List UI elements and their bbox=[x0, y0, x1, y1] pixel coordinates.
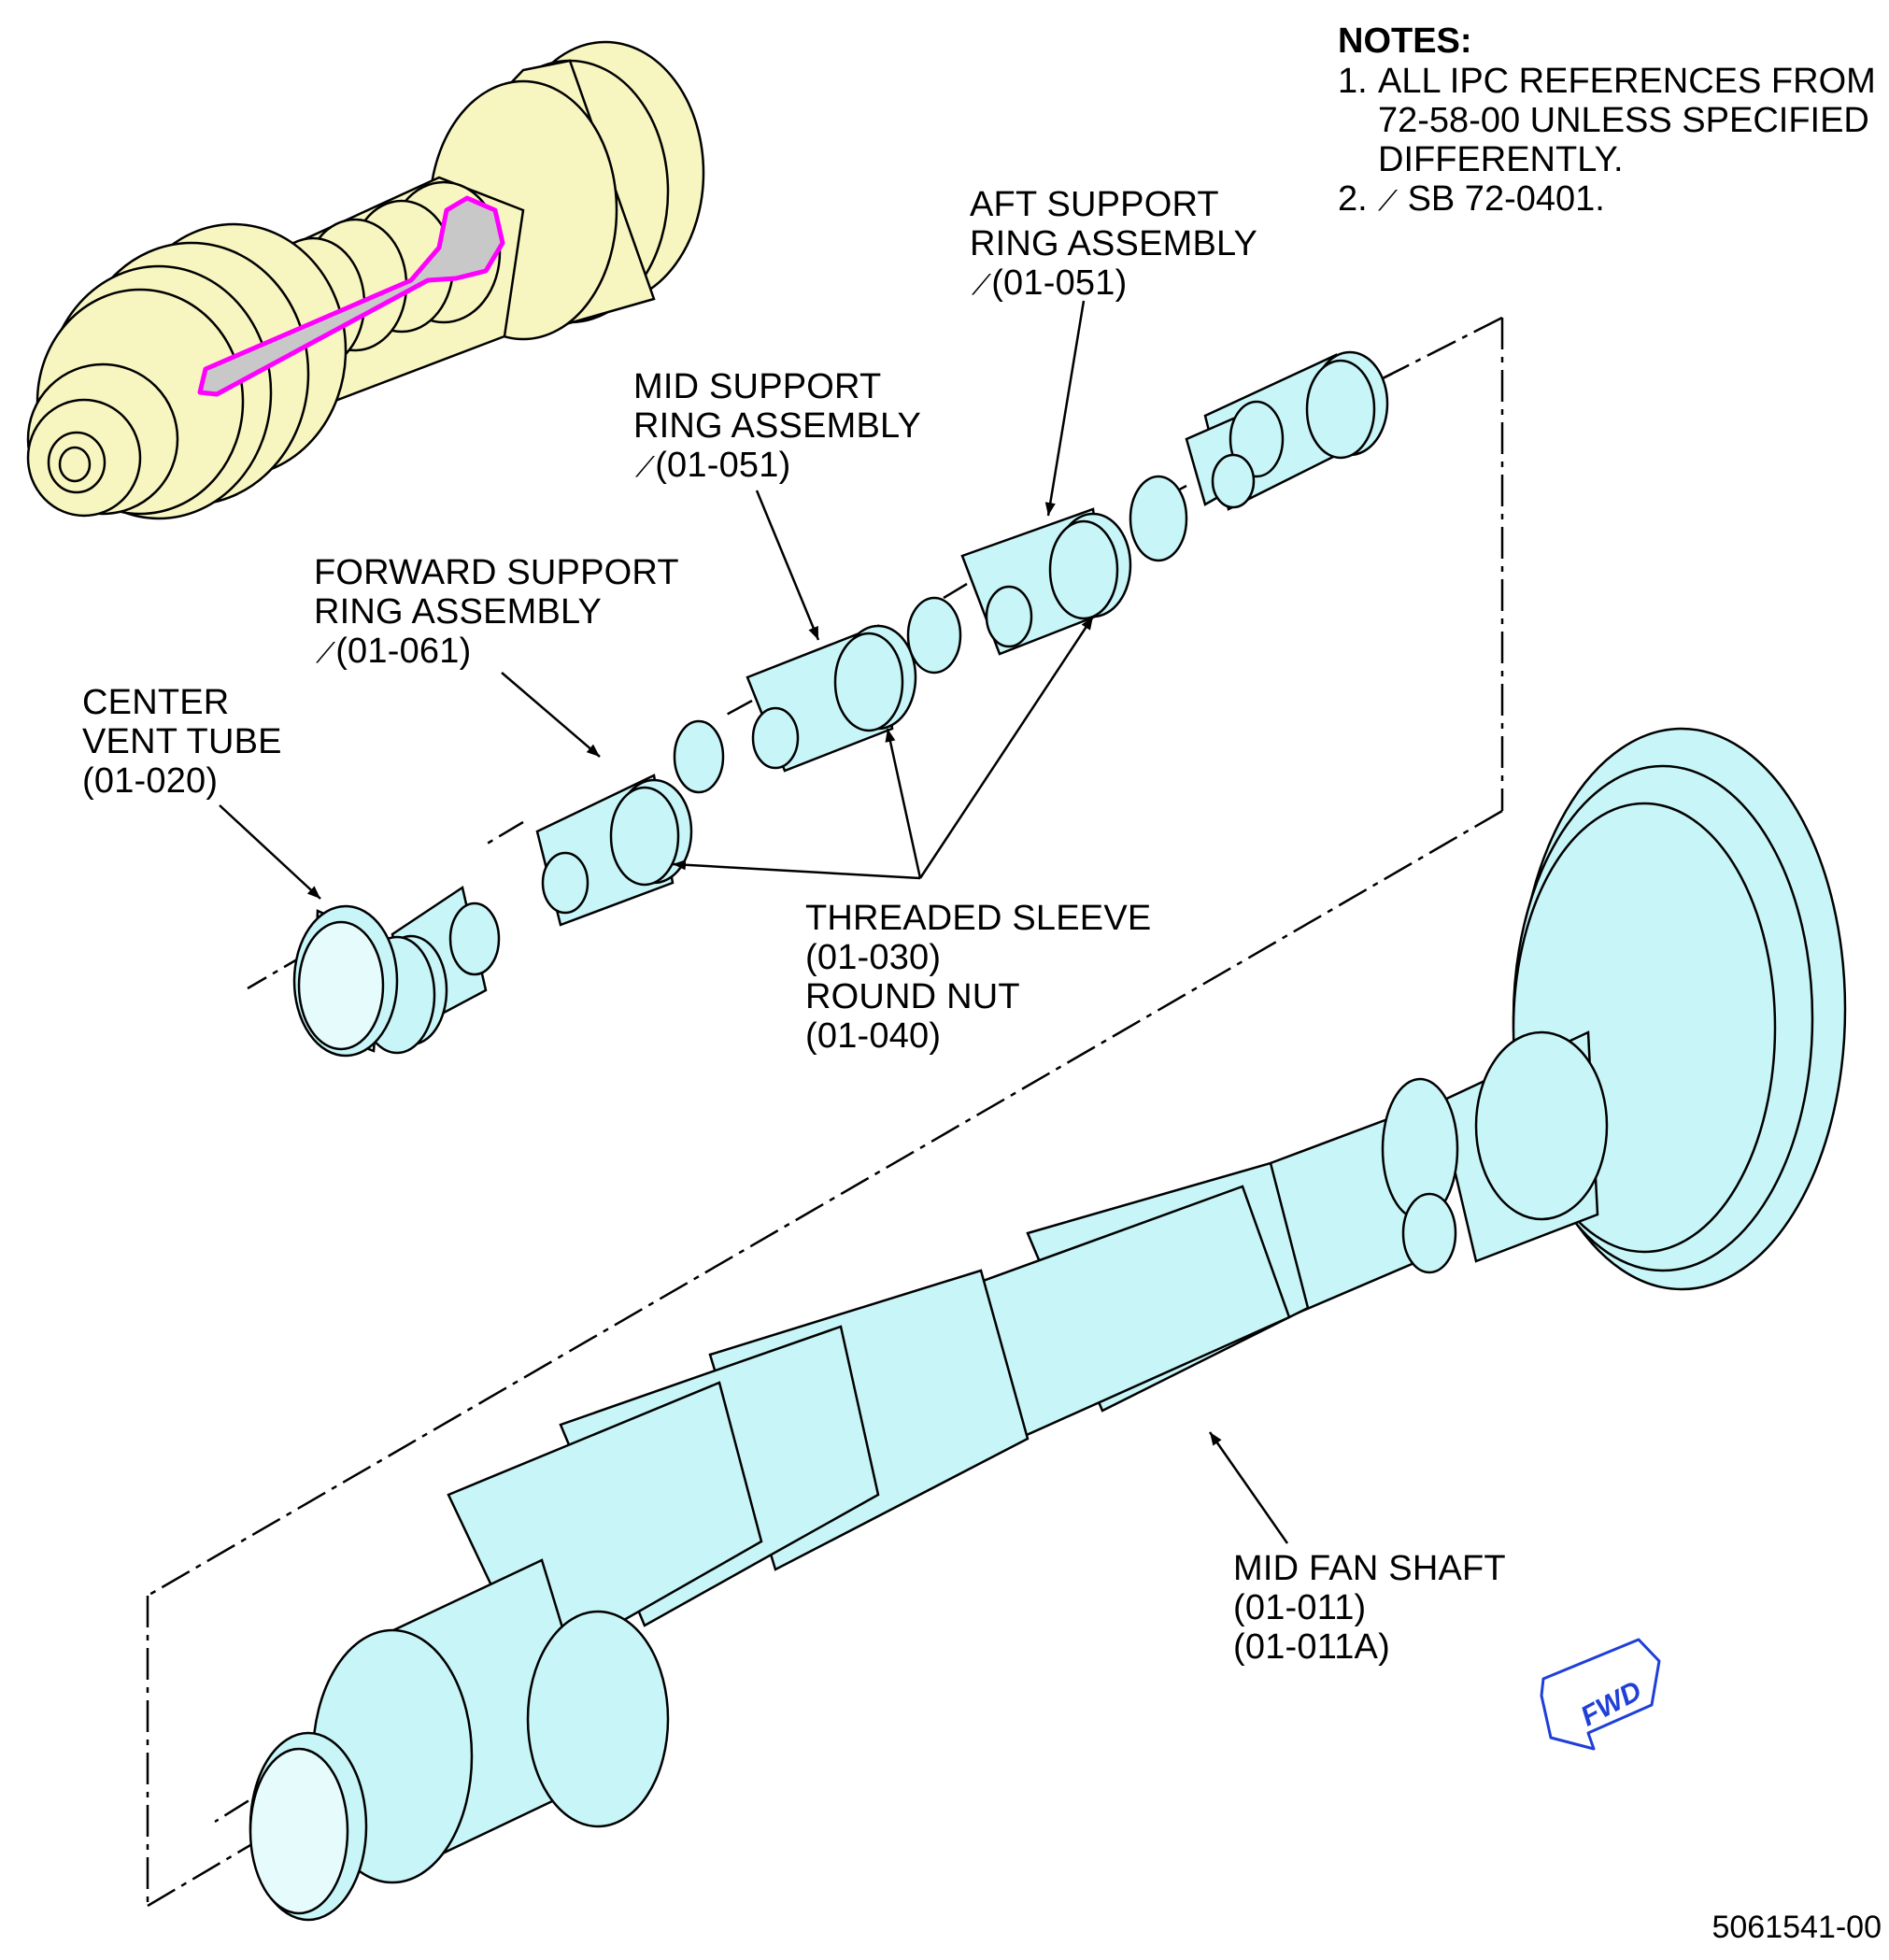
mid-fan-shaft-label: MID FAN SHAFT bbox=[1233, 1549, 1506, 1588]
aft-support-ref-text: (01-051) bbox=[991, 263, 1128, 303]
note-1-line-3: DIFFERENTLY. bbox=[1378, 140, 1624, 179]
center-vent-tube-part bbox=[292, 885, 501, 1058]
leader-lines bbox=[219, 300, 1289, 1544]
note-2-number: 2. bbox=[1338, 179, 1368, 219]
mid-support-ring-part bbox=[960, 475, 1188, 656]
mid-support-ref-text: (01-051) bbox=[655, 446, 791, 485]
sb-triangle-icon: ⟋ bbox=[635, 451, 656, 484]
threaded-sleeve-ref: (01-030) bbox=[805, 938, 942, 977]
threaded-sleeve-part bbox=[535, 719, 725, 927]
aft-support-ref: ⟋(01-051) bbox=[972, 263, 1127, 305]
aft-support-ring-part bbox=[1185, 350, 1389, 511]
highlighted-vent-tube bbox=[197, 195, 505, 397]
center-vent-tube-label-line-2: VENT TUBE bbox=[82, 722, 282, 761]
mid-support-label-line-1: MID SUPPORT bbox=[633, 367, 882, 406]
engine-locator-view bbox=[26, 40, 705, 520]
sb-triangle-icon: ⟋ bbox=[1378, 185, 1398, 218]
note-1-line-2: 72-58-00 UNLESS SPECIFIED bbox=[1378, 101, 1869, 140]
sb-triangle-icon: ⟋ bbox=[316, 637, 336, 670]
fwd-direction-arrow: FWD bbox=[1540, 1638, 1661, 1751]
note-1-line-1: ALL IPC REFERENCES FROM bbox=[1378, 62, 1876, 101]
sb-triangle-icon: ⟋ bbox=[972, 269, 992, 302]
mid-fan-shaft-ref-1: (01-011) bbox=[1233, 1588, 1367, 1627]
mid-support-label-line-2: RING ASSEMBLY bbox=[633, 406, 922, 446]
mid-fan-shaft-ref-2: (01-011A) bbox=[1233, 1627, 1390, 1667]
threaded-sleeve-label: THREADED SLEEVE bbox=[805, 899, 1152, 938]
aft-support-label-line-1: AFT SUPPORT bbox=[970, 185, 1219, 224]
forward-support-label-line-2: RING ASSEMBLY bbox=[314, 592, 603, 632]
forward-support-ring-part bbox=[746, 596, 962, 773]
center-vent-tube-label-line-1: CENTER bbox=[82, 683, 230, 722]
round-nut-label: ROUND NUT bbox=[805, 977, 1020, 1016]
drawing-number: 5061541-00 bbox=[1711, 1910, 1882, 1945]
aft-support-label-line-2: RING ASSEMBLY bbox=[970, 224, 1258, 263]
round-nut-ref: (01-040) bbox=[805, 1016, 942, 1056]
note-1-number: 1. bbox=[1338, 62, 1368, 101]
envelope-dashed-line bbox=[146, 316, 1504, 1908]
mid-support-ref: ⟋(01-051) bbox=[635, 446, 790, 488]
forward-support-ref-text: (01-061) bbox=[335, 632, 472, 671]
notes-title: NOTES: bbox=[1338, 21, 1472, 61]
note-2-text: ⟋ SB 72-0401. bbox=[1378, 179, 1605, 221]
mid-fan-shaft-part bbox=[249, 727, 1847, 1922]
note-2-label: SB 72-0401. bbox=[1407, 179, 1605, 219]
forward-support-label-line-1: FORWARD SUPPORT bbox=[314, 553, 679, 592]
forward-support-ref: ⟋(01-061) bbox=[316, 632, 471, 674]
center-vent-tube-ref: (01-020) bbox=[82, 761, 219, 801]
